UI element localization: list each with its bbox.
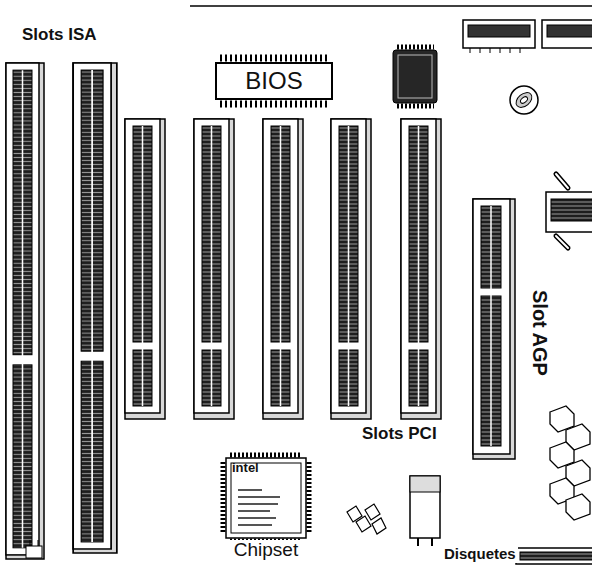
pci-slot (331, 119, 371, 419)
slot-label: Slot AGP (529, 288, 551, 378)
slot-label: Slots ISA (20, 26, 99, 45)
chipset-chip (223, 455, 309, 541)
pci-slots (125, 119, 441, 419)
connector-label: Disquetes (442, 546, 518, 563)
floppy-connector (516, 548, 592, 564)
ide-connector (546, 174, 592, 248)
chip-caption: Chipset (226, 540, 306, 561)
small-component (26, 540, 42, 558)
pci-slot (125, 119, 165, 419)
isa-slots (6, 63, 117, 559)
diodes (550, 406, 590, 520)
chip-label: BIOS (217, 68, 331, 94)
voltage-regulator (410, 476, 440, 546)
isa-slot (73, 63, 117, 553)
agp-slot (473, 199, 515, 459)
board-edge (190, 5, 592, 7)
capacitor (510, 86, 538, 114)
jumpers (347, 504, 386, 534)
pci-slot (194, 119, 234, 419)
pci-slot (263, 119, 303, 419)
chip-label: intel (226, 461, 306, 475)
square-chip (393, 47, 437, 106)
isa-slot (6, 63, 44, 559)
bios-chip: BIOS (215, 62, 333, 100)
chipset-chip: intelChipset (226, 458, 306, 538)
slot-label: Slots PCI (360, 425, 439, 444)
pci-slot (401, 119, 441, 419)
power-connectors (463, 20, 592, 53)
